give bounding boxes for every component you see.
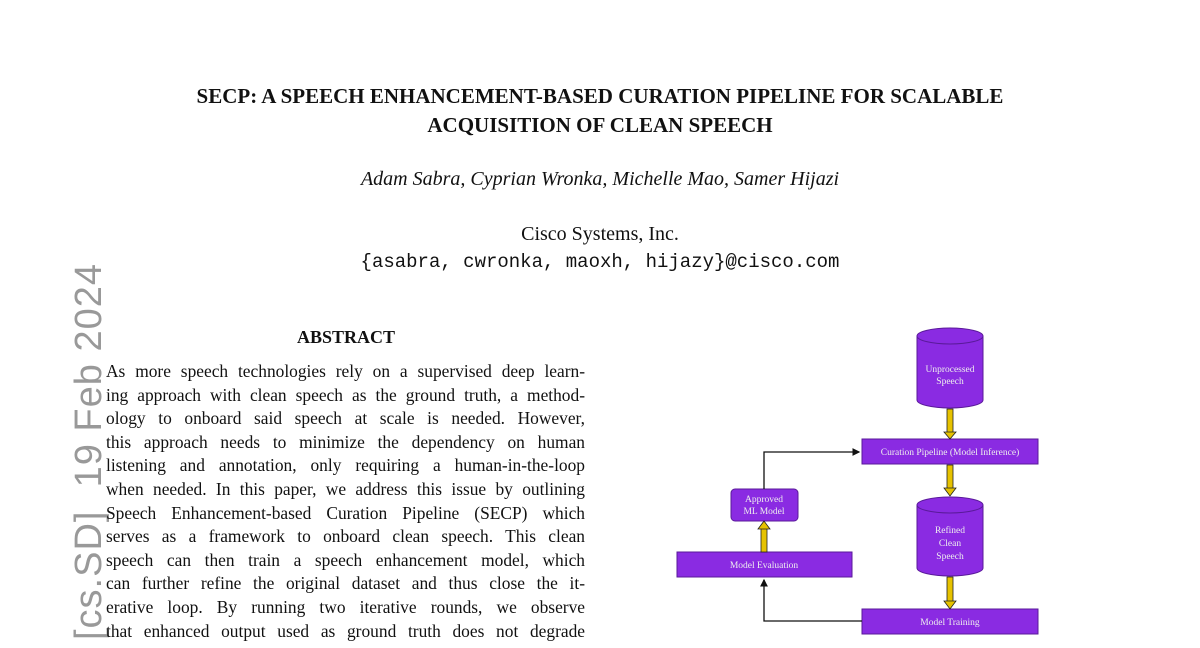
abstract-line: erative loop. By running two iterative r… xyxy=(106,596,585,617)
refined-clean-speech-cylinder: Refined Clean Speech xyxy=(916,496,984,577)
abstract-line: serves as a framework to onboard clean s… xyxy=(106,526,585,547)
abstract-line: speech can then train a speech enhanceme… xyxy=(106,549,585,570)
title-line: ACQUISITION OF CLEAN SPEECH xyxy=(427,113,773,137)
abstract-line: can further refine the original dataset … xyxy=(106,573,585,594)
abstract-body: As more speech technologies rely on a su… xyxy=(106,360,585,643)
yellow-arrows xyxy=(757,408,957,610)
authors: Adam Sabra, Cyprian Wronka, Michelle Mao… xyxy=(360,168,840,190)
curation-pipeline-box: Curation Pipeline (Model Inference) xyxy=(861,438,1039,465)
label: Curation Pipeline (Model Inference) xyxy=(881,447,1020,458)
model-evaluation-box: Model Evaluation xyxy=(676,551,853,578)
abstract-line: Speech Enhancement-based Curation Pipeli… xyxy=(106,502,585,523)
label: ML Model xyxy=(743,507,784,517)
abstract-line: ology to onboard said speech at scale is… xyxy=(106,408,585,429)
emails: {asabra, cwronka, maoxh, hijazy}@cisco.c… xyxy=(360,251,840,273)
label: Unprocessed xyxy=(925,365,974,375)
abstract-line: listening and annotation, only requiring… xyxy=(106,455,585,476)
label: Refined xyxy=(935,525,965,536)
label: Approved xyxy=(745,495,783,505)
label: Speech xyxy=(936,377,964,387)
feedback-arrows xyxy=(760,448,862,622)
abstract-heading: ABSTRACT xyxy=(296,327,396,347)
label: Clean xyxy=(939,539,961,549)
affiliation: Cisco Systems, Inc. xyxy=(521,223,679,245)
label: Speech xyxy=(936,552,964,562)
abstract-line: ing approach with clean speech as the gr… xyxy=(106,384,585,405)
abstract-line: that enhanced output used as ground trut… xyxy=(106,620,585,641)
unprocessed-speech-cylinder: Unprocessed Speech xyxy=(916,327,984,409)
abstract-line: As more speech technologies rely on a su… xyxy=(106,361,585,381)
approved-ml-model-box: Approved ML Model xyxy=(730,488,799,522)
label: Model Evaluation xyxy=(730,561,799,571)
abstract-line: when needed. In this paper, we address t… xyxy=(106,478,585,499)
model-training-box: Model Training xyxy=(861,608,1039,635)
paper-title: SECP: A SPEECH ENHANCEMENT-BASED CURATIO… xyxy=(0,82,1200,140)
label: Model Training xyxy=(920,618,980,628)
title-line: SECP: A SPEECH ENHANCEMENT-BASED CURATIO… xyxy=(196,84,1004,108)
abstract-line: this approach needs to minimize the depe… xyxy=(106,431,585,452)
